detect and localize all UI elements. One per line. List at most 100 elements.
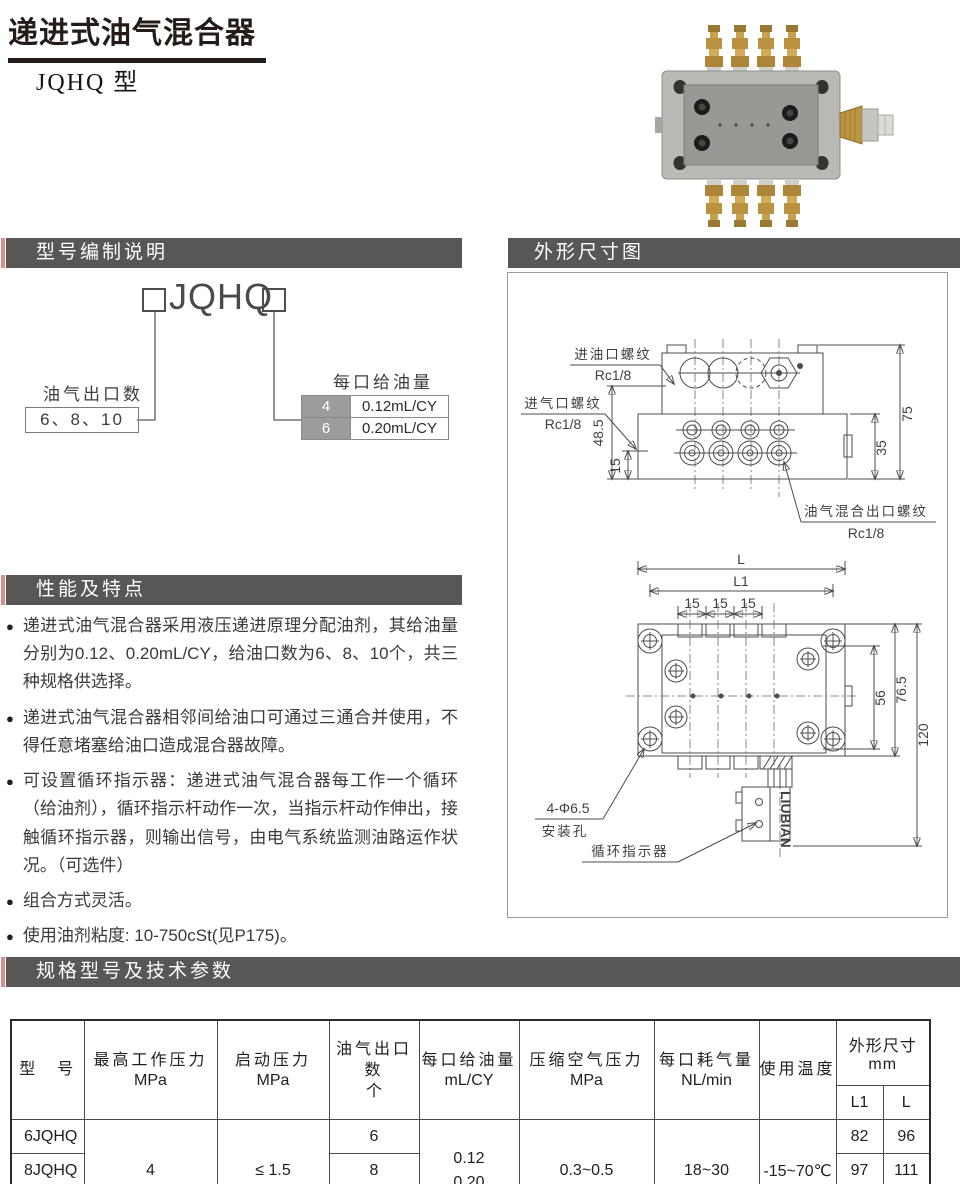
page-edge-red-mark (1, 957, 5, 987)
photo-side-nozzle (839, 105, 894, 145)
svg-text:15: 15 (684, 595, 700, 611)
svg-text:4-Φ6.5: 4-Φ6.5 (546, 800, 589, 816)
l1-cell: 97 (835, 1153, 884, 1184)
model-code-box-left (142, 288, 166, 312)
section-header-outline-dimensions: 外形尺寸图 (508, 238, 960, 268)
cycle-indicator-label: 循环指示器 (582, 823, 756, 863)
photo-bottom-fittings (705, 179, 801, 227)
col-header-temperature: 使用温度 (758, 1019, 837, 1120)
product-photo (655, 25, 894, 227)
svg-text:15: 15 (740, 595, 756, 611)
plan-view: L L1 15 15 15 (535, 551, 931, 863)
feature-text: 使用油剂粘度: 10-750cSt(见P175)。 (22, 926, 297, 946)
temperature-cell: -15~70℃ (758, 1119, 837, 1184)
outlet-count-cell: 8 (328, 1153, 420, 1184)
feed-per-port-table: 4 0.12mL/CY 6 0.20mL/CY (301, 395, 449, 440)
table-row: 4 0.12mL/CY (301, 395, 449, 418)
svg-text:循环指示器: 循环指示器 (591, 844, 669, 859)
model-cell: 8JQHQ (10, 1153, 85, 1184)
feature-list: ● 递进式油气混合器采用液压递进原理分配油剂，其给油量分别为0.12、0.20mL… (6, 612, 458, 957)
feature-text: 递进式油气混合器采用液压递进原理分配油剂，其给油量分别为0.12、0.20mL/… (22, 616, 458, 692)
indicator-mount (759, 755, 793, 770)
svg-text:Rc1/8: Rc1/8 (545, 416, 582, 432)
svg-text:Rc1/8: Rc1/8 (595, 367, 632, 383)
max-pressure-cell: 4 (83, 1119, 218, 1184)
plan-screws (664, 647, 820, 745)
page-title: 递进式油气混合器 (8, 8, 266, 63)
svg-text:48.5: 48.5 (590, 419, 606, 446)
section-header-features: 性能及特点 (6, 575, 462, 605)
bullet-icon: ● (6, 929, 14, 945)
front-view: 75 35 48.5 15 进油口螺纹 Rc1/8 进气口螺纹 (521, 339, 936, 541)
l-cell: 111 (882, 1153, 931, 1184)
feed-value: 0.12mL/CY (350, 395, 449, 418)
lower-fitting-row (674, 440, 797, 466)
air-consumption-cell: 18~30 (653, 1119, 760, 1184)
svg-text:76.5: 76.5 (893, 676, 909, 703)
svg-text:LIUBIAN: LIUBIAN (778, 791, 794, 848)
model-designation-diagram: JQHQ 油气出口数 6、8、10 每口给油量 4 0.12mL/CY 6 0.… (0, 270, 470, 470)
svg-text:75: 75 (899, 406, 915, 422)
feature-text: 组合方式灵活。 (22, 890, 142, 910)
col-header-overall-dims: 外形尺寸mm (835, 1019, 931, 1086)
model-cell: 6JQHQ (10, 1119, 85, 1154)
feature-item: ● 递进式油气混合器采用液压递进原理分配油剂，其给油量分别为0.12、0.20mL… (6, 612, 458, 697)
col-header-model: 型 号 (10, 1019, 85, 1120)
section-header-specifications: 规格型号及技术参数 (6, 957, 960, 987)
feed-per-port-label: 每口给油量 (333, 373, 433, 392)
svg-text:油气混合出口螺纹: 油气混合出口螺纹 (804, 504, 928, 519)
svg-text:Rc1/8: Rc1/8 (848, 525, 885, 541)
section-title: 性能及特点 (36, 579, 147, 600)
svg-text:进油口螺纹: 进油口螺纹 (574, 347, 652, 362)
table-row: 8JQHQ 8 97 111 (10, 1153, 931, 1184)
cycle-indicator: LIUBIAN (735, 763, 794, 858)
section-header-model-designation: 型号编制说明 (6, 238, 462, 268)
section-title: 规格型号及技术参数 (36, 961, 235, 982)
feature-item: ● 组合方式灵活。 (6, 887, 458, 915)
bullet-icon: ● (6, 619, 14, 634)
section-title: 型号编制说明 (36, 242, 169, 263)
air-inlet-label: 进气口螺纹 Rc1/8 (521, 396, 636, 449)
col-header-l: L (882, 1085, 931, 1120)
outlet-count-label: 油气出口数 (43, 385, 143, 404)
svg-text:进气口螺纹: 进气口螺纹 (524, 396, 602, 411)
svg-text:15: 15 (712, 595, 728, 611)
svg-text:56: 56 (872, 690, 888, 706)
col-header-outlet-count: 油气出口数个 (328, 1019, 420, 1120)
start-pressure-cell: ≤ 1.5 (216, 1119, 330, 1184)
table-row: 6 0.20mL/CY (301, 417, 449, 440)
dimension-drawing: 75 35 48.5 15 进油口螺纹 Rc1/8 进气口螺纹 (521, 339, 936, 863)
feed-code: 6 (301, 417, 351, 440)
outlet-count-values: 6、8、10 (25, 407, 139, 433)
svg-text:L: L (737, 551, 745, 567)
air-pressure-cell: 0.3~0.5 (518, 1119, 655, 1184)
bullet-icon: ● (6, 893, 14, 909)
model-code-text: JQHQ (169, 276, 274, 317)
model-type-subtitle: JQHQ 型 (36, 70, 140, 96)
svg-text:35: 35 (873, 440, 889, 456)
table-subheader-row: L1 L (11, 1085, 931, 1120)
l1-cell: 82 (835, 1119, 884, 1154)
svg-text:L1: L1 (733, 573, 749, 589)
section-title: 外形尺寸图 (534, 242, 645, 263)
svg-text:15: 15 (607, 458, 623, 474)
page-edge-red-mark (1, 238, 5, 268)
mount-hole-label: 4-Φ6.5 安装孔 (535, 749, 644, 839)
outlet-count-cell: 6 (328, 1119, 420, 1154)
feature-item: ●可设置循环指示器：递进式油气混合器每工作一个循环（给油剂），循环指示杆动作一次… (6, 767, 458, 880)
feed-code: 4 (301, 395, 351, 418)
dimension-drawing-frame: 75 35 48.5 15 进油口螺纹 Rc1/8 进气口螺纹 (507, 272, 948, 918)
page-edge-red-mark (1, 575, 5, 605)
mix-outlet-label: 油气混合出口螺纹 Rc1/8 (784, 462, 936, 541)
feature-text: 可设置循环指示器：递进式油气混合器每工作一个循环（给油剂），循环指示杆动作一次，… (22, 771, 458, 875)
feature-item: ●递进式油气混合器相邻间给油口可通过三通合并使用，不得任意堵塞给油口造成混合器故… (6, 704, 458, 760)
model-code-box-right (262, 288, 286, 312)
